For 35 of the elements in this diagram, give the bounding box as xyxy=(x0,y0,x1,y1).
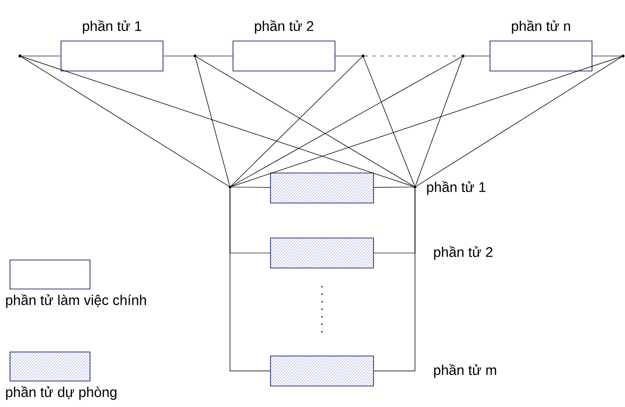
connector-line xyxy=(374,186,414,188)
junction-point xyxy=(18,54,22,58)
connector-line xyxy=(231,56,462,186)
junction-point xyxy=(228,186,232,188)
standby-element xyxy=(270,238,374,268)
element-label: phần tử m xyxy=(434,364,496,378)
junction-point xyxy=(194,54,196,58)
element-label: phần tử 2 xyxy=(434,246,492,260)
node-label: phần tử n xyxy=(512,20,570,34)
connector-line xyxy=(196,56,414,186)
junction-point xyxy=(362,54,364,58)
connector-line xyxy=(374,188,416,372)
junction-point xyxy=(622,54,624,58)
legend-label: phần tử dự phòng xyxy=(6,386,116,400)
element-label: phần tử 1 xyxy=(427,181,486,195)
node-label: phần tử 2 xyxy=(254,20,314,34)
connector-line xyxy=(363,57,415,186)
connector-line xyxy=(231,186,270,188)
connector-line xyxy=(231,56,622,187)
connector-line xyxy=(230,56,362,186)
connector-line xyxy=(21,56,229,186)
junction-point xyxy=(462,54,464,58)
connector-line xyxy=(230,188,270,372)
standby-element xyxy=(270,356,374,386)
main-element: phần tử 2 xyxy=(232,20,336,72)
main-element: phần tử n xyxy=(490,20,592,72)
junction-point xyxy=(414,186,416,188)
legend-label: phần tử làm việc chính xyxy=(6,294,146,308)
node-label: phần tử 1 xyxy=(82,20,142,34)
standby-element xyxy=(270,172,374,204)
connector-line xyxy=(21,56,414,187)
main-element: phần tử 1 xyxy=(60,20,164,72)
connector-line xyxy=(415,57,463,186)
connector-line xyxy=(195,57,230,186)
connector-line xyxy=(416,56,622,186)
